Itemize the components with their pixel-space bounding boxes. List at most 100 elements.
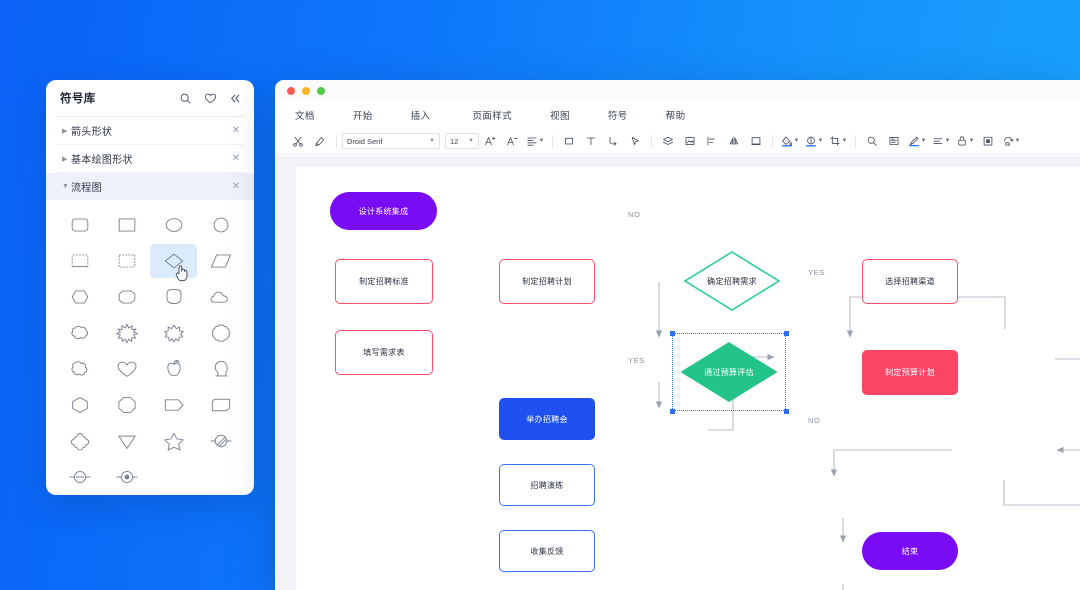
search-icon[interactable] [179, 92, 192, 105]
remove-category-icon[interactable]: ✕ [231, 180, 240, 192]
rectangle-shape[interactable] [103, 208, 150, 242]
selection-resize-handle[interactable] [784, 331, 789, 336]
remove-category-icon[interactable]: ✕ [231, 152, 240, 164]
flowchart-node-rect[interactable]: 选择招聘渠道 [862, 259, 958, 304]
hexagon-flat-shape[interactable] [56, 280, 103, 314]
chevron-down-icon: ▼ [468, 138, 474, 144]
heart-shape[interactable] [103, 352, 150, 386]
pointer-tool-icon[interactable] [624, 131, 646, 151]
favorite-heart-icon[interactable] [204, 92, 217, 105]
head-profile-shape[interactable] [197, 352, 244, 386]
explosion-shape[interactable] [103, 316, 150, 350]
shape-rectangle-tool-icon[interactable] [558, 131, 580, 151]
frame-icon[interactable] [883, 131, 905, 151]
node-label: 制定招聘标准 [359, 277, 409, 286]
flowchart-node-pill[interactable]: 结束 [862, 532, 958, 570]
align-left-icon[interactable] [701, 131, 723, 151]
remove-category-icon[interactable]: ✕ [231, 124, 240, 136]
dashed-open-rectangle-shape[interactable] [56, 244, 103, 278]
text-align-icon[interactable]: ▼ [523, 131, 547, 151]
layers-icon[interactable] [657, 131, 679, 151]
canvas-scroll-area[interactable]: 设计系统集成制定招聘标准填写需求表 制定招聘计划 确定招聘需求 选择招聘渠道制定预算计… [275, 156, 1080, 590]
line-style-icon[interactable]: ▼ [929, 131, 953, 151]
circle-shape[interactable] [197, 208, 244, 242]
flowchart-node-rect[interactable]: 填写需求表 [335, 330, 433, 375]
crop-icon[interactable]: ▼ [826, 131, 850, 151]
selection-resize-handle[interactable] [670, 331, 675, 336]
diamond-shape[interactable] [150, 244, 197, 281]
diamond-glyph [684, 251, 780, 311]
flowchart-node-diamond[interactable]: 确定招聘需求 [684, 251, 780, 311]
selection-resize-handle[interactable] [670, 409, 675, 414]
menu-home[interactable]: 开始 [352, 111, 373, 122]
parallelogram-shape[interactable] [197, 244, 244, 278]
cloud-small-shape[interactable] [197, 280, 244, 314]
menu-page-style[interactable]: 页面样式 [472, 111, 513, 122]
star-shape[interactable] [150, 424, 197, 458]
cut-scissors-icon[interactable] [287, 131, 309, 151]
circle-terminal-shape[interactable] [56, 460, 103, 494]
lock-icon[interactable]: ▼ [953, 131, 977, 151]
target-terminal-shape[interactable] [103, 460, 150, 494]
line-color-icon[interactable]: ▼ [802, 131, 826, 151]
text-tool-icon[interactable] [580, 131, 602, 151]
flowchart-node-pill[interactable]: 设计系统集成 [330, 192, 437, 230]
increase-font-size-icon[interactable] [479, 131, 501, 151]
close-window-button[interactable] [287, 87, 295, 95]
fill-color-icon[interactable]: ▼ [778, 131, 802, 151]
flowchart-node-rect[interactable]: 招聘演练 [499, 464, 595, 506]
scalloped-circle-shape[interactable] [197, 316, 244, 350]
shadow-icon[interactable] [977, 131, 999, 151]
apple-shape[interactable] [150, 352, 197, 386]
chevron-down-icon: ▼ [1014, 138, 1021, 144]
format-painter-icon[interactable] [309, 131, 331, 151]
flowchart-node-rect[interactable]: 制定预算计划 [862, 350, 958, 395]
flip-icon[interactable] [723, 131, 745, 151]
octagon-wide-shape[interactable] [103, 280, 150, 314]
diamond-gem-shape[interactable] [103, 424, 150, 458]
flowchart-node-rect[interactable]: 制定招聘标准 [335, 259, 433, 304]
menu-help[interactable]: 帮助 [665, 111, 686, 122]
flowchart-node-rect[interactable]: 制定招聘计划 [499, 259, 595, 304]
bucket-shape[interactable] [150, 280, 197, 314]
minimize-window-button[interactable] [302, 87, 310, 95]
shape-category-row[interactable]: ▶箭头形状✕ [46, 117, 254, 144]
rounded-rectangle-shape[interactable] [56, 208, 103, 242]
shape-category-row[interactable]: ▼流程图✕ [46, 173, 254, 200]
font-family-select[interactable]: Droid Serif▼ [342, 133, 440, 149]
diagram-page[interactable]: 设计系统集成制定招聘标准填写需求表 制定招聘计划 确定招聘需求 选择招聘渠道制定预算计… [296, 167, 1080, 590]
selection-resize-handle[interactable] [784, 409, 789, 414]
tag-pentagon-shape[interactable] [150, 388, 197, 422]
chevron-down-icon: ▼ [62, 183, 69, 190]
cloud-callout-shape[interactable] [56, 316, 103, 350]
decrease-font-size-icon[interactable] [501, 131, 523, 151]
image-insert-icon[interactable] [679, 131, 701, 151]
striped-circle-node-shape[interactable] [197, 424, 244, 458]
rotate-icon[interactable]: ▼ [999, 131, 1023, 151]
flowchart-node-rect[interactable]: 收集反馈 [499, 530, 595, 572]
maximize-window-button[interactable] [317, 87, 325, 95]
zoom-search-icon[interactable] [861, 131, 883, 151]
hexagon-shape[interactable] [56, 388, 103, 422]
ellipse-shape[interactable] [150, 208, 197, 242]
menu-view[interactable]: 视图 [550, 111, 570, 122]
application-menubar: 文档 开始 插入 页面样式 视图 符号 帮助 [275, 102, 1080, 128]
collapse-panel-icon[interactable] [229, 92, 242, 105]
menu-document[interactable]: 文档 [295, 111, 315, 122]
pen-style-icon[interactable]: ▼ [905, 131, 929, 151]
starburst-shape[interactable] [150, 316, 197, 350]
octagon-shape[interactable] [103, 388, 150, 422]
chevron-down-icon: ▼ [944, 138, 951, 144]
flowchart-node-diamond[interactable]: 通过预算评估 [681, 342, 777, 402]
shape-category-row[interactable]: ▶基本绘图形状✕ [46, 145, 254, 172]
dashed-rectangle-shape[interactable] [103, 244, 150, 278]
menu-symbol[interactable]: 符号 [607, 111, 628, 122]
menu-insert[interactable]: 插入 [410, 111, 431, 122]
folded-corner-shape[interactable] [197, 388, 244, 422]
quatrefoil-shape[interactable] [56, 424, 103, 458]
font-size-select[interactable]: 12▼ [445, 133, 479, 149]
connector-tool-icon[interactable] [602, 131, 624, 151]
distribute-icon[interactable] [745, 131, 767, 151]
blob-shape[interactable] [56, 352, 103, 386]
flowchart-node-rect[interactable]: 举办招聘会 [499, 398, 595, 440]
